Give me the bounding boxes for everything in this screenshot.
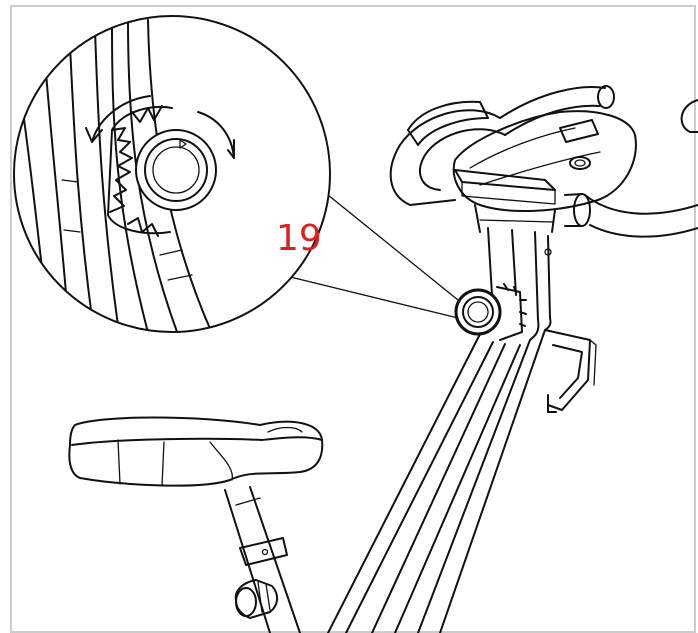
seat-post [224,486,301,633]
handlebar-assembly [389,85,698,238]
seat [68,416,324,487]
tension-knob [454,283,527,341]
callout-number-label: 19 [276,218,322,259]
detail-magnifier [13,15,331,333]
frame-tubes [327,227,597,633]
image-frame [10,5,696,633]
